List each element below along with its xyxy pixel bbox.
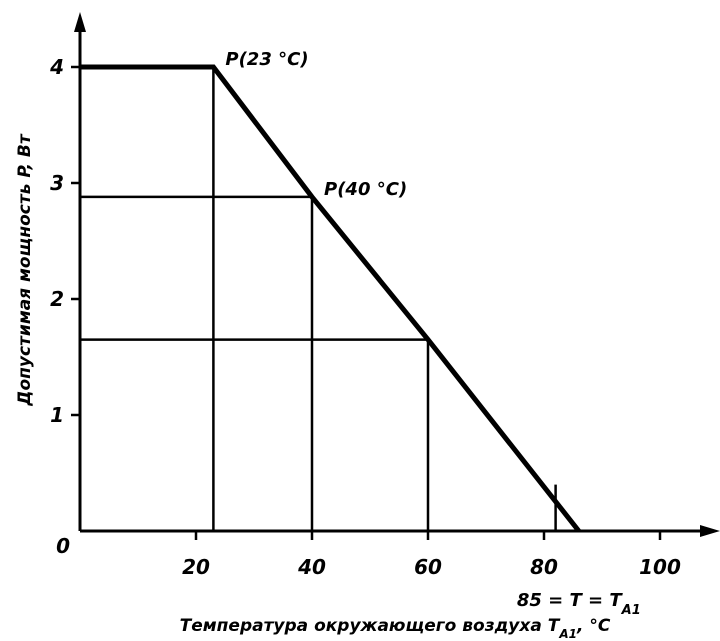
series xyxy=(80,64,581,533)
origin-label: 0 xyxy=(56,534,70,558)
end-label: 85 = T = TA1 xyxy=(517,590,641,618)
x-tick-label-40: 40 xyxy=(297,555,326,579)
series-line-0 xyxy=(80,64,581,533)
y-tick-label-1: 1 xyxy=(50,403,64,427)
x-tick-label-20: 20 xyxy=(182,555,210,579)
axes xyxy=(74,12,720,537)
annotation-0: P(23 °C) xyxy=(225,49,308,70)
y-tick-label-2: 2 xyxy=(50,287,64,311)
x-axis-arrow xyxy=(700,525,720,537)
y-tick-label-3: 3 xyxy=(50,171,64,195)
x-tick-label-60: 60 xyxy=(414,555,442,579)
x-axis-title: Температура окружающего воздуха TA1, °C xyxy=(180,616,611,641)
y-tick-label-4: 4 xyxy=(49,55,64,79)
guide-lines xyxy=(80,65,557,531)
x-tick-label-80: 80 xyxy=(530,555,558,579)
y-axis-title: Допустимая мощность P, Вт xyxy=(15,133,35,406)
y-axis-arrow xyxy=(74,12,86,32)
x-tick-label-100: 100 xyxy=(639,555,681,579)
annotation-1: P(40 °C) xyxy=(324,179,407,200)
